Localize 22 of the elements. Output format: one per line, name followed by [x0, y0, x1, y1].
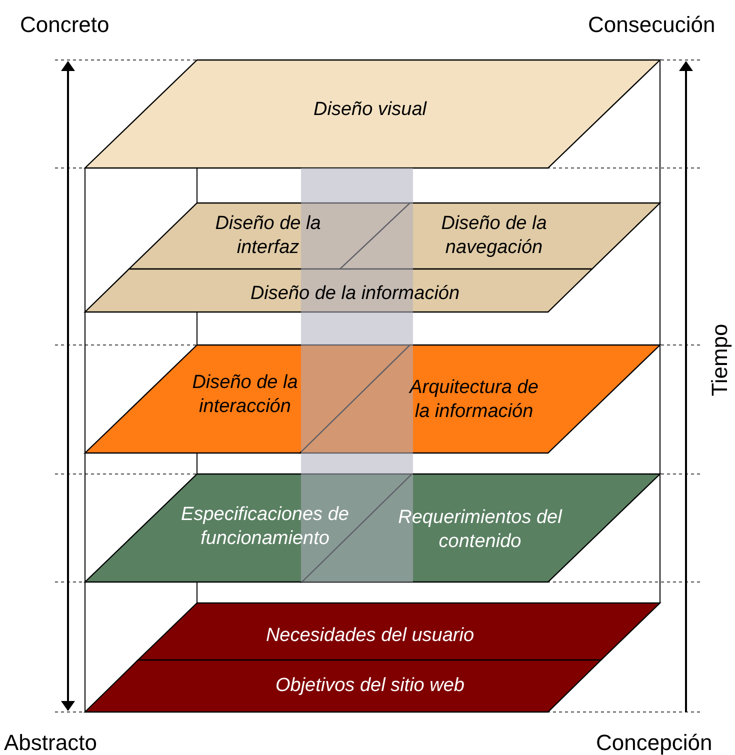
layer-label: Objetivos del sitio web — [274, 674, 466, 698]
layer-label: Diseño de la información — [249, 282, 461, 306]
layer-label: Necesidades del usuario — [264, 624, 476, 648]
layer-shape — [84, 268, 594, 313]
axis-label: Abstracto — [4, 730, 97, 755]
axis-label: Concreto — [20, 12, 110, 38]
layer-label: Especificaciones de funcionamiento — [180, 503, 350, 551]
axis-label: Tiempo — [707, 324, 733, 396]
layer-shape — [84, 659, 602, 713]
axis-label: Concepción — [596, 730, 712, 755]
layer-label: Arquitectura de la información — [409, 376, 539, 424]
layer-label: Diseño de la interacción — [191, 371, 299, 419]
axis-label: Consecución — [588, 12, 716, 38]
layer-label: Diseño de la interfaz — [214, 212, 322, 260]
layer-label: Diseño de la navegación — [440, 212, 548, 260]
layer-shape — [136, 602, 662, 661]
layer-shape — [298, 344, 662, 454]
layer-shape — [128, 202, 412, 270]
layer-label: Diseño visual — [312, 98, 428, 122]
layer-shape — [338, 202, 662, 270]
layer-label: Requerimientos del contenido — [397, 506, 564, 554]
layer-shape — [84, 59, 662, 169]
